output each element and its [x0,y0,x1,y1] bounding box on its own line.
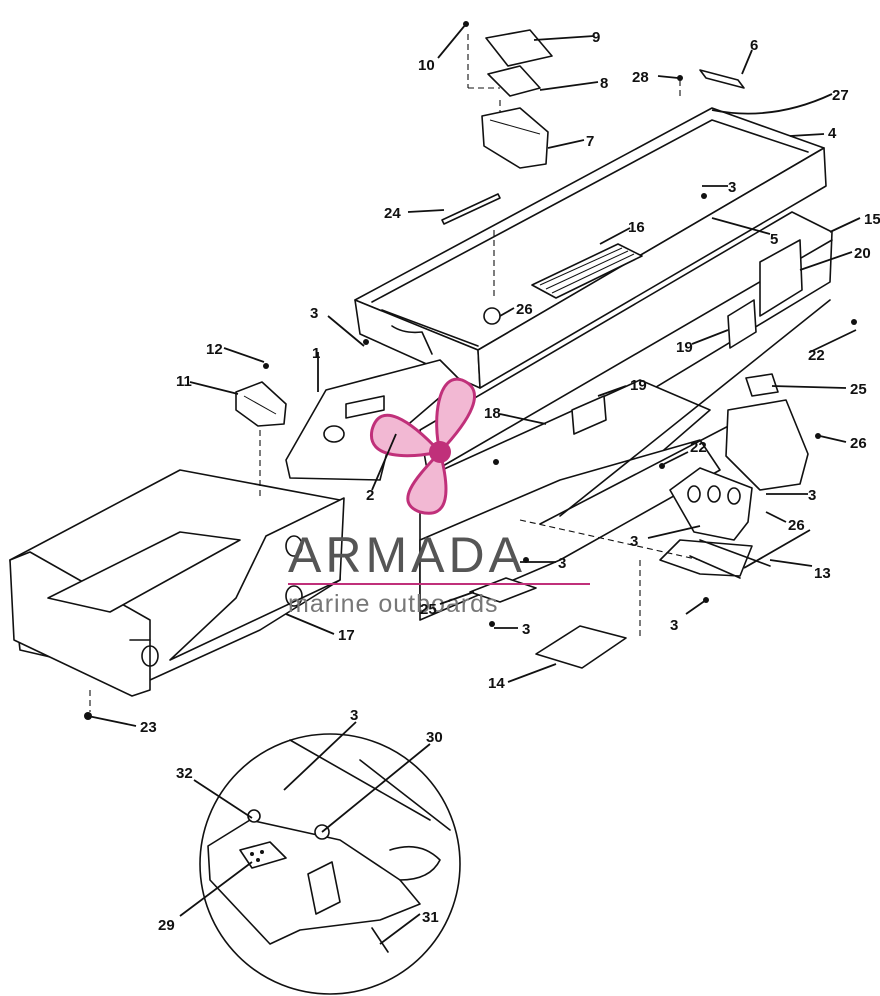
callout-9: 9 [592,29,600,46]
callout-6: 6 [750,37,758,54]
callout-27: 27 [832,87,849,104]
callout-25-top: 25 [850,381,867,398]
callout-labels: 9 8 7 10 6 28 27 4 24 3 5 16 15 20 26 3 … [140,29,880,934]
callout-8: 8 [600,75,608,92]
callout-19-mid: 19 [630,377,647,394]
part-14-plate [535,625,627,669]
callout-15: 15 [864,211,880,228]
callout-25-bottom: 25 [420,601,437,618]
part-6-plate [699,69,745,89]
callout-3-left: 3 [310,305,318,322]
callout-14: 14 [488,675,505,692]
callout-22-mid: 22 [690,439,707,456]
callout-18: 18 [484,405,501,422]
callout-20: 20 [854,245,871,262]
callout-16: 16 [628,219,645,236]
part-11-bracket [235,381,287,427]
callout-26-tray: 26 [516,301,533,318]
callout-29: 29 [158,917,175,934]
part-16-mat [531,243,643,299]
callout-12: 12 [206,341,223,358]
assembly-lines [259,80,701,640]
callout-30: 30 [426,729,443,746]
callout-7: 7 [586,133,594,150]
callout-1: 1 [312,345,320,362]
armada-watermark: ARMADA marine outboards [288,377,590,618]
callout-24: 24 [384,205,401,222]
callout-3-lowright: 3 [670,617,678,634]
part-4-upper-tray [354,107,827,389]
callout-11: 11 [176,373,192,390]
callout-22-right: 22 [808,347,825,364]
callout-23: 23 [140,719,157,736]
callout-10: 10 [418,57,435,74]
callout-17: 17 [338,627,355,644]
callout-3-center: 3 [558,555,566,572]
callout-3-lower: 3 [522,621,530,638]
part-24-strip [441,193,501,225]
callout-4: 4 [828,125,837,142]
callout-5: 5 [770,231,778,248]
fasteners [84,21,857,720]
watermark-tagline: marine outboards [288,590,499,618]
part-1-bracket [285,359,461,481]
callout-26-right: 26 [850,435,867,452]
part-25-tank [725,373,809,491]
callout-3-right: 3 [808,487,816,504]
callout-19-right: 19 [676,339,693,356]
propeller-logo [370,377,476,515]
callout-28: 28 [632,69,649,86]
lower-frame-panel [419,299,831,621]
left-chassis-frame [9,469,345,712]
detail-inset [199,733,461,995]
callout-13: 13 [814,565,831,582]
leader-lines [87,23,861,945]
callout-26-lower: 26 [788,517,805,534]
part-13-mount [659,467,771,579]
callout-31: 31 [422,909,439,926]
callout-3-mid: 3 [630,533,638,550]
callout-3-top: 3 [728,179,736,196]
callout-3-inset: 3 [350,707,358,724]
callout-32: 32 [176,765,193,782]
watermark-brand: ARMADA [288,527,526,583]
callout-2: 2 [366,487,374,504]
